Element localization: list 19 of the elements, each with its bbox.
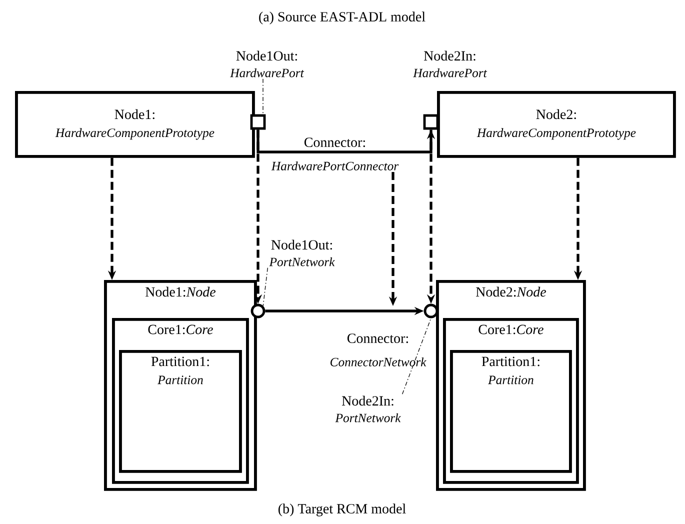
leader-line bbox=[262, 268, 268, 306]
port-square bbox=[423, 114, 439, 130]
port-circle bbox=[424, 304, 438, 318]
port-label: Node2In: PortNetwork bbox=[335, 396, 401, 422]
component-box: Node1: HardwareComponentPrototype bbox=[15, 91, 255, 158]
title: (a) Source EAST-ADL model bbox=[259, 12, 426, 24]
port-label: Node2In: HardwarePort bbox=[413, 50, 488, 78]
port-circle bbox=[250, 304, 266, 318]
leader-line bbox=[262, 78, 264, 115]
partition-box: Partition1: Partition bbox=[119, 350, 242, 473]
component-box: Node2: HardwareComponentPrototype bbox=[437, 91, 676, 158]
connector-label: Connector: ConnectorNetwork bbox=[330, 334, 426, 366]
leader-line bbox=[402, 318, 432, 394]
partition-box: Partition1: Partition bbox=[450, 350, 572, 473]
port-label: Node1Out: HardwarePort bbox=[230, 50, 304, 78]
port-label: Node1Out: PortNetwork bbox=[269, 240, 335, 266]
port-square bbox=[250, 114, 266, 130]
caption: (b) Target RCM model bbox=[278, 504, 406, 516]
connector-label: Connector: HardwarePortConnector bbox=[271, 138, 399, 170]
